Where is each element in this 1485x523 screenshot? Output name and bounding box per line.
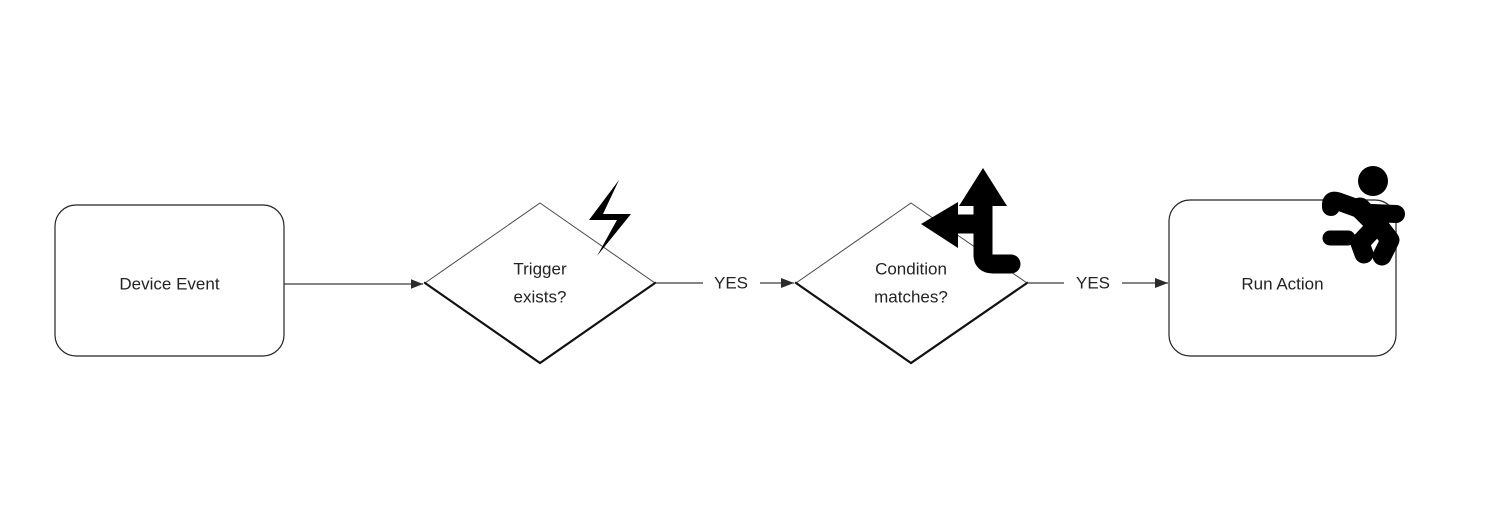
edge-trigger-to-condition[interactable]: YES bbox=[655, 273, 794, 292]
edge-2-arrowhead bbox=[781, 278, 794, 288]
branch-arrow-left-head bbox=[921, 202, 958, 248]
condition-matches-label-line1: Condition bbox=[875, 259, 947, 278]
edge-device-event-to-trigger[interactable] bbox=[284, 279, 423, 289]
trigger-exists-diamond bbox=[424, 202, 656, 364]
running-person-icon bbox=[1321, 166, 1405, 266]
condition-matches-diamond-shadow bbox=[794, 281, 1029, 365]
edge-1-arrowhead bbox=[411, 279, 423, 289]
lightning-bolt-icon bbox=[589, 180, 631, 256]
run-action-label: Run Action bbox=[1241, 274, 1323, 293]
edge-3-arrowhead bbox=[1155, 278, 1168, 288]
node-device-event[interactable]: Device Event bbox=[54, 204, 285, 357]
trigger-exists-diamond-shadow bbox=[423, 281, 657, 365]
branch-arrow-icon bbox=[921, 168, 1021, 274]
node-condition-matches[interactable]: Condition matches? bbox=[794, 168, 1029, 365]
branch-arrow-up-head bbox=[959, 168, 1007, 206]
trigger-exists-label-line2: exists? bbox=[514, 287, 567, 306]
device-event-box bbox=[54, 204, 285, 357]
edge-3-label: YES bbox=[1076, 273, 1110, 292]
device-event-label: Device Event bbox=[119, 274, 219, 293]
trigger-exists-label-line1: Trigger bbox=[513, 259, 567, 278]
edge-condition-to-run-action[interactable]: YES bbox=[1027, 273, 1168, 292]
edge-2-label: YES bbox=[714, 273, 748, 292]
runner-head bbox=[1358, 166, 1388, 196]
node-trigger-exists[interactable]: Trigger exists? bbox=[423, 180, 657, 365]
condition-matches-label-line2: matches? bbox=[874, 287, 948, 306]
node-run-action[interactable]: Run Action bbox=[1168, 166, 1405, 357]
